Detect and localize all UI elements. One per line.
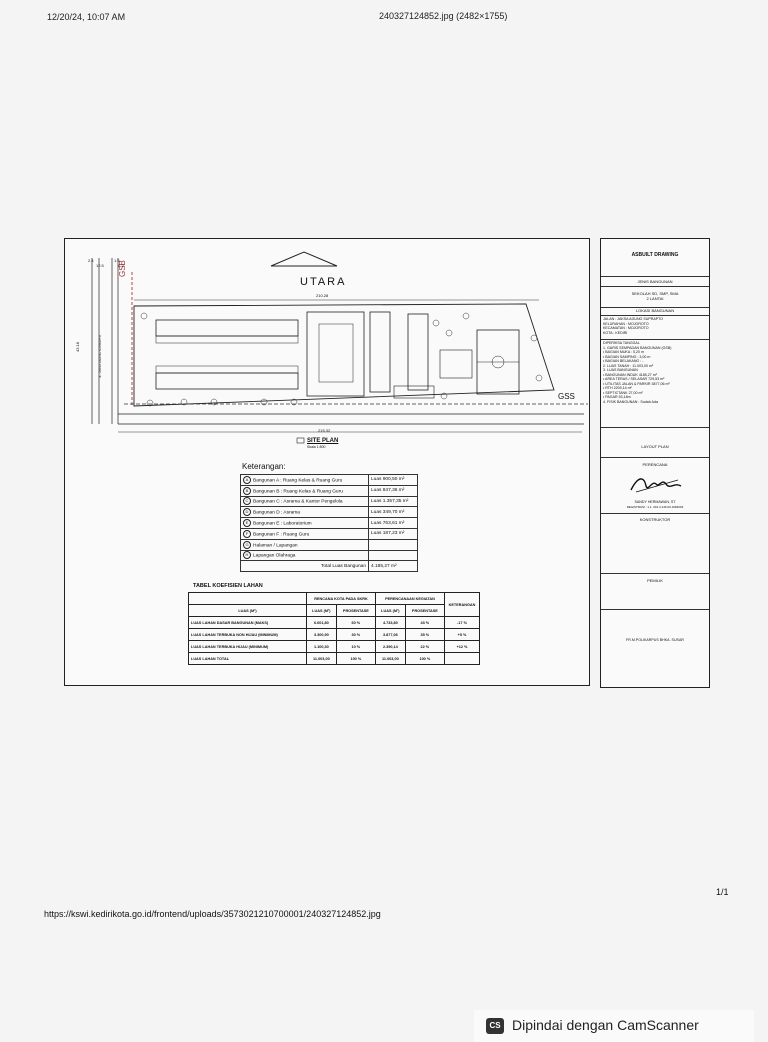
signature (630, 478, 682, 493)
legend-title: Keterangan: (242, 462, 286, 471)
building-specs: DIPERIKSA TANGGAL 1. GARIS SEMPADAN BANG… (601, 340, 709, 428)
print-datetime: 12/20/24, 10:07 AM (47, 12, 126, 22)
north-arrow-icon (270, 251, 338, 267)
owner-label: PEMILIK (601, 574, 709, 610)
dim-small-3: 1.5 (114, 258, 120, 263)
coefficient-table: RENCANA KOTA PADA SKRK PERENCANAAN KEGIA… (188, 592, 480, 665)
building-b (155, 372, 299, 390)
building-e (407, 313, 429, 391)
dim-small-2: 12.5 (96, 263, 104, 268)
coefficient-table-title: TABEL KOEFISIEN LAHAN (193, 583, 263, 589)
planner-name: SANDY HERMAWAN, ST (634, 500, 676, 504)
camscanner-logo: CS (486, 1018, 504, 1034)
scanner-watermark: CS Dipindai dengan CamScanner (474, 1010, 754, 1042)
table-row: LUAS LAHAN DASAR BANGUNAN (MAKS)6.601,80… (188, 616, 480, 629)
building-a (155, 319, 299, 337)
building-floors: 2 LANTAI (646, 296, 664, 301)
contractor-label: KONSTRUKTOR (601, 514, 709, 574)
table-row: LUAS LAHAN TERBUKA HIJAU (MINIMUM)1.100,… (188, 640, 480, 653)
planner-registration: REGISTRASI : 1.1. 001.3.146.06.1084093 (626, 505, 684, 509)
owner-name: FR.M.POLIKARPUS BHKA. SUSAR (626, 638, 684, 642)
site-plan-drawing (91, 251, 588, 444)
gss-label: GSS (558, 392, 575, 401)
planner-label: PERENCANA (642, 462, 668, 467)
site-plan-scale: Skala 1:800 (307, 445, 326, 449)
dim-bottom: 215.32 (318, 428, 331, 433)
title-block-heading: ASBUILT DRAWING (601, 239, 709, 277)
building-d (369, 311, 391, 393)
location-details: JALAN : JAKSA AGUNG SUPRAPTO KELURAHAN :… (601, 316, 709, 340)
building-f (393, 385, 435, 399)
road-label: JL. JAKSA AGUNG SUPRAPTO (98, 334, 102, 378)
building-type-label: JENIS BANGUNAN (601, 277, 709, 287)
dim-small-4: 6.2 (118, 263, 124, 268)
page-number: 1/1 (716, 887, 729, 897)
dim-left: 43.18 (75, 341, 80, 352)
north-label: UTARA (300, 276, 347, 288)
dim-top: 210.28 (316, 293, 329, 298)
site-plan-title: SITE PLAN (307, 438, 339, 444)
building-c (306, 311, 365, 397)
lapangan (439, 349, 473, 379)
layout-plan-label: LAYOUT PLAN (601, 428, 709, 458)
scanner-label: Dipindai dengan CamScanner (512, 1017, 699, 1033)
title-block: ASBUILT DRAWING JENIS BANGUNAN SEKOLAH S… (600, 238, 710, 688)
building-type-value: SEKOLAH SD, SMP, SMA (631, 291, 679, 296)
print-url: https://kswi.kedirikota.go.id/frontend/u… (44, 909, 381, 919)
print-filename: 240327124852.jpg (2482×1755) (379, 11, 508, 21)
table-row: LUAS LAHAN TERBUKA NON HIJAU (MINIMUM)3.… (188, 628, 480, 641)
dim-small-1: 2.4 (88, 258, 94, 263)
location-label: LOKASI BANGUNAN (601, 308, 709, 316)
